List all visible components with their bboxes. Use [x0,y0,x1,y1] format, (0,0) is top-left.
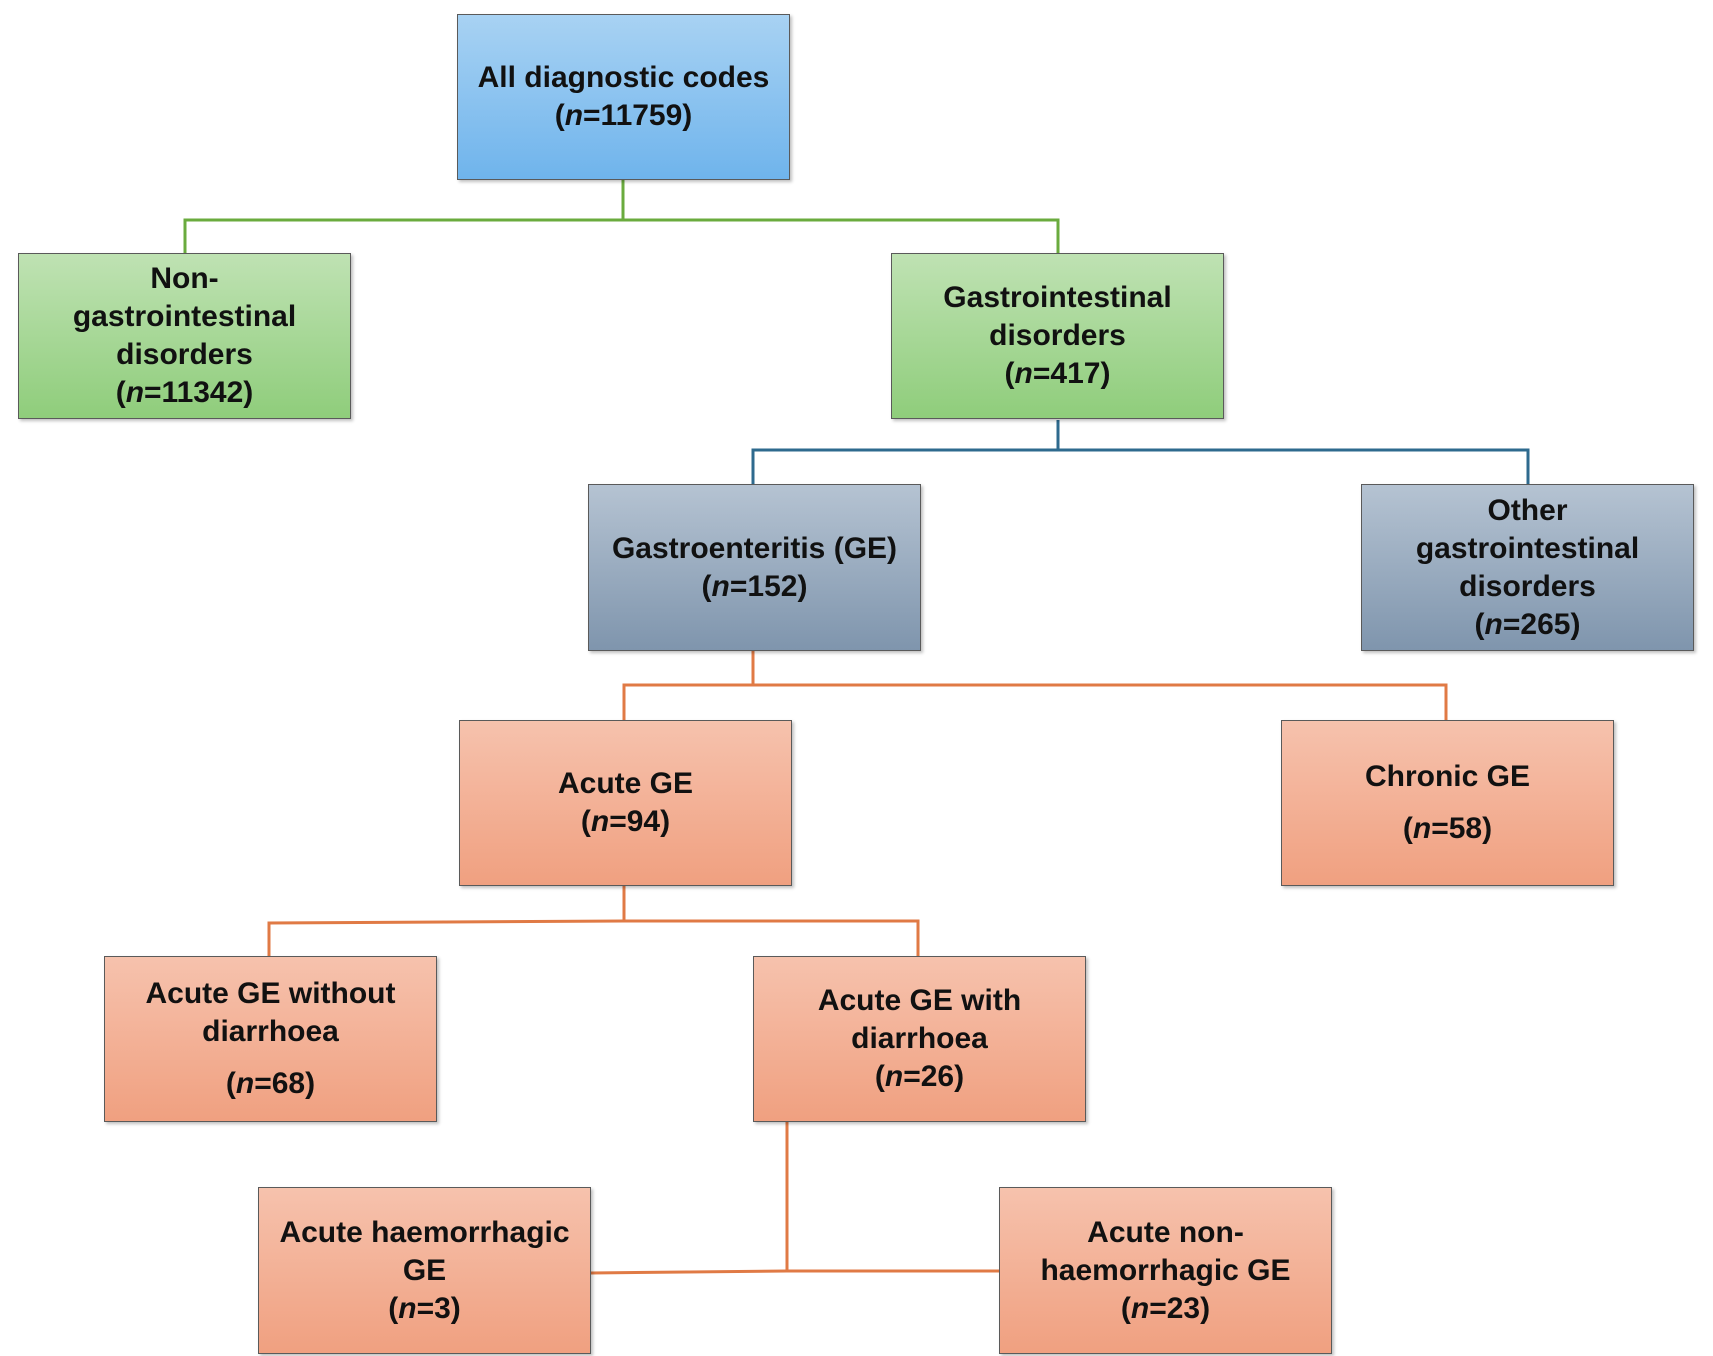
connector-gi-horizontal [751,448,1530,484]
node-count: (n=3) [388,1291,461,1325]
node-count: (n=152) [701,569,808,603]
node-label-line: Gastrointestinal [943,281,1172,314]
connector-ge-horizontal [622,683,1448,720]
connector-diarrhoea-horizontal [590,1269,999,1275]
node-count: (n=265) [1474,607,1581,641]
node-acute-haemorrhagic-ge: Acute haemorrhagic GE (n=3) [258,1187,591,1354]
node-count: (n=23) [1120,1291,1211,1325]
node-label-line: gastrointestinal [72,300,297,333]
node-label: Gastroenteritis (GE) [611,531,898,565]
node-label: All diagnostic codes [477,61,770,94]
node-count: (n=417) [1004,357,1111,390]
node-label-line: Non- [150,262,219,295]
node-label-line: disorders [1459,569,1596,603]
node-non-gastrointestinal-disorders: Non- gastrointestinal disorders (n=11342… [18,253,351,419]
node-label-line: Other [1487,493,1568,527]
node-chronic-ge: Chronic GE (n=58) [1281,720,1614,886]
node-label-line: Acute non- [1087,1215,1244,1249]
node-gastrointestinal-disorders: Gastrointestinal disorders (n=417) [891,253,1224,419]
node-count: (n=58) [1402,812,1493,845]
node-label-line: diarrhoea [202,1015,339,1048]
node-all-diagnostic-codes: All diagnostic codes (n=11759) [457,14,790,180]
node-label-line: Acute GE with [817,984,1022,1017]
node-acute-ge-with-diarrhoea: Acute GE with diarrhoea (n=26) [753,956,1086,1122]
node-count: (n=11759) [554,99,693,132]
node-count: (n=94) [580,805,671,838]
node-other-gastrointestinal-disorders: Other gastrointestinal disorders (n=265) [1361,484,1694,651]
node-count: (n=68) [225,1067,316,1100]
node-label-line: disorders [116,338,253,371]
node-label-line: Acute haemorrhagic [279,1215,570,1249]
node-label-line: diarrhoea [851,1022,988,1055]
node-count: (n=11342) [115,376,254,409]
node-label-line: GE [402,1253,447,1287]
node-acute-non-haemorrhagic-ge: Acute non- haemorrhagic GE (n=23) [999,1187,1332,1354]
connector-root-horizontal [183,218,1060,253]
node-count: (n=26) [874,1060,965,1093]
node-label: Chronic GE [1364,760,1530,793]
node-acute-ge-without-diarrhoea: Acute GE without diarrhoea (n=68) [104,956,437,1122]
node-label-line: gastrointestinal [1415,531,1640,565]
connector-acute-horizontal [267,919,920,956]
node-label-line: haemorrhagic GE [1040,1253,1291,1287]
node-label-line: disorders [989,319,1126,352]
node-label: Acute GE [557,767,694,800]
node-gastroenteritis: Gastroenteritis (GE) (n=152) [588,484,921,651]
node-acute-ge: Acute GE (n=94) [459,720,792,886]
node-label-line: Acute GE without [145,977,396,1010]
